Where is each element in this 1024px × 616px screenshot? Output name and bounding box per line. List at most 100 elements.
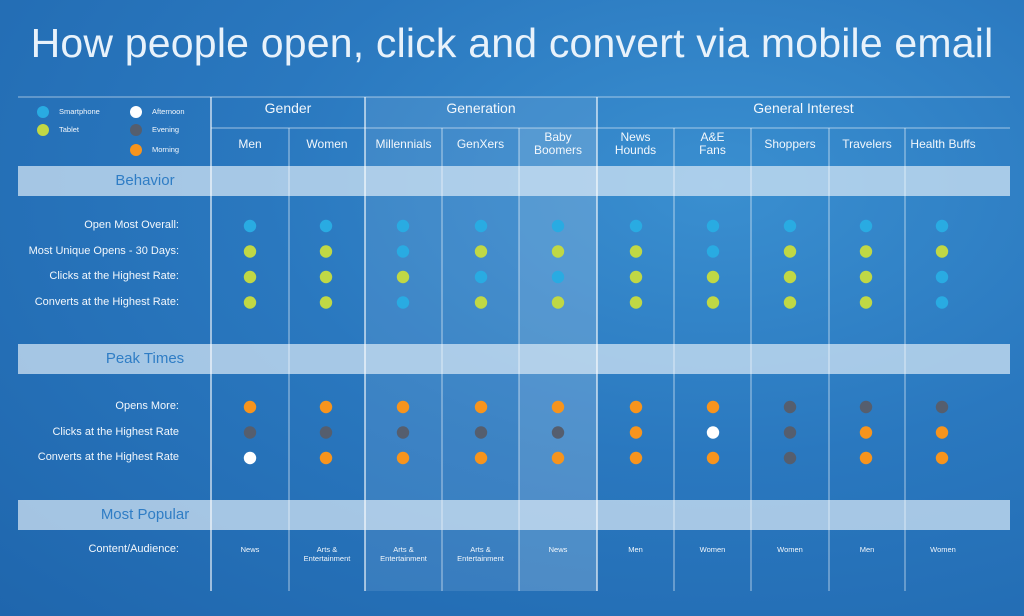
peak-dot-evening	[551, 426, 565, 439]
legend-morning-label: Morning	[152, 145, 180, 154]
behavior-dot-smartphone	[243, 219, 257, 233]
most-popular-value: Arts &Entertainment	[380, 545, 427, 563]
peak-dot-morning	[629, 400, 643, 414]
behavior-dot-tablet	[859, 296, 873, 309]
behavior-dot-tablet	[629, 270, 643, 284]
behavior-dot-tablet	[396, 270, 410, 284]
behavior-dot-tablet	[319, 270, 333, 284]
peak-dot-evening	[783, 426, 797, 439]
legend-smartphone-label: Smartphone	[59, 107, 100, 116]
peak-dot-morning	[935, 426, 949, 439]
section-band	[18, 166, 1010, 196]
behavior-dot-tablet	[859, 270, 873, 284]
behavior-row-label: Converts at the Highest Rate:	[34, 295, 179, 308]
legend-afternoon-label: Afternoon	[152, 107, 185, 116]
peak-dot-morning	[629, 426, 643, 439]
behavior-dot-smartphone	[629, 219, 643, 233]
peak-dot-afternoon	[706, 426, 720, 439]
legend-evening-label: Evening	[152, 125, 180, 134]
page-title: How people open, click and convert via m…	[30, 20, 994, 66]
section-label-behavior: Behavior	[115, 172, 175, 189]
behavior-dot-tablet	[243, 296, 257, 309]
legend-evening-dot	[130, 124, 142, 136]
group-header-gender: Gender	[264, 100, 312, 116]
behavior-dot-smartphone	[783, 219, 797, 233]
peak-dot-morning	[319, 400, 333, 414]
peak-dot-evening	[783, 400, 797, 414]
behavior-dot-tablet	[551, 296, 565, 309]
group-header-generation: Generation	[446, 100, 516, 116]
most-popular-value: News	[240, 545, 260, 554]
peak-row-label: Clicks at the Highest Rate	[52, 425, 179, 438]
peak-row-label: Converts at the Highest Rate	[37, 451, 179, 463]
column-header: Shoppers	[764, 136, 816, 151]
behavior-dot-smartphone	[935, 219, 949, 233]
behavior-dot-smartphone	[706, 219, 720, 233]
behavior-dot-tablet	[319, 296, 333, 309]
behavior-dot-smartphone	[859, 219, 873, 233]
peak-dot-morning	[859, 451, 873, 465]
most-popular-value: Arts &Entertainment	[303, 545, 351, 563]
behavior-dot-smartphone	[706, 245, 720, 258]
behavior-dot-tablet	[629, 245, 643, 258]
behavior-dot-tablet	[319, 245, 333, 258]
legend-smartphone-dot	[37, 106, 49, 118]
peak-dot-morning	[551, 400, 565, 414]
legend-morning-dot	[130, 144, 142, 156]
legend-tablet-dot	[37, 124, 49, 136]
peak-dot-morning	[859, 426, 873, 439]
peak-dot-morning	[474, 400, 488, 414]
peak-dot-morning	[474, 451, 488, 465]
peak-dot-evening	[783, 451, 797, 465]
behavior-dot-tablet	[706, 296, 720, 309]
behavior-dot-smartphone	[935, 270, 949, 284]
behavior-dot-tablet	[474, 245, 488, 258]
behavior-dot-tablet	[243, 270, 257, 284]
column-header: Health Buffs	[910, 136, 976, 151]
behavior-dot-tablet	[474, 296, 488, 309]
most-popular-value: News	[548, 545, 568, 554]
behavior-dot-smartphone	[396, 245, 410, 258]
behavior-dot-tablet	[551, 245, 565, 258]
most-popular-value: Women	[930, 545, 956, 554]
legend-tablet-label: Tablet	[59, 125, 80, 134]
behavior-dot-smartphone	[396, 296, 410, 309]
behavior-dot-tablet	[783, 245, 797, 258]
section-label-most-popular: Most Popular	[100, 506, 190, 523]
peak-dot-morning	[551, 451, 565, 465]
peak-dot-afternoon	[243, 451, 257, 465]
behavior-dot-tablet	[935, 245, 949, 258]
peak-dot-evening	[319, 426, 333, 439]
peak-dot-morning	[935, 451, 949, 465]
peak-dot-evening	[243, 426, 257, 439]
behavior-dot-tablet	[706, 270, 720, 284]
peak-dot-morning	[629, 451, 643, 465]
most-popular-value: Arts &Entertainment	[457, 545, 504, 563]
behavior-row-label: Clicks at the Highest Rate:	[49, 270, 179, 282]
group-header-general-interest: General Interest	[753, 100, 854, 116]
peak-dot-evening	[859, 400, 873, 414]
column-header: Millennials	[375, 136, 432, 151]
most-popular-value: Men	[859, 545, 875, 554]
peak-dot-morning	[243, 400, 257, 414]
peak-dot-evening	[474, 426, 488, 439]
most-popular-value: Men	[628, 545, 643, 554]
legend-afternoon-dot	[130, 106, 142, 118]
peak-dot-morning	[706, 451, 720, 465]
peak-dot-evening	[396, 426, 410, 439]
behavior-dot-smartphone	[319, 219, 333, 233]
most-popular-row-label: Content/Audience:	[88, 543, 179, 555]
behavior-dot-smartphone	[396, 219, 410, 233]
behavior-row-label: Most Unique Opens - 30 Days:	[28, 244, 179, 257]
column-header: GenXers	[456, 136, 505, 151]
behavior-dot-smartphone	[551, 270, 565, 284]
most-popular-value: Women	[777, 545, 803, 554]
section-label-peak-times: Peak Times	[105, 350, 185, 367]
column-header: Men	[238, 136, 262, 151]
behavior-dot-smartphone	[935, 296, 949, 309]
